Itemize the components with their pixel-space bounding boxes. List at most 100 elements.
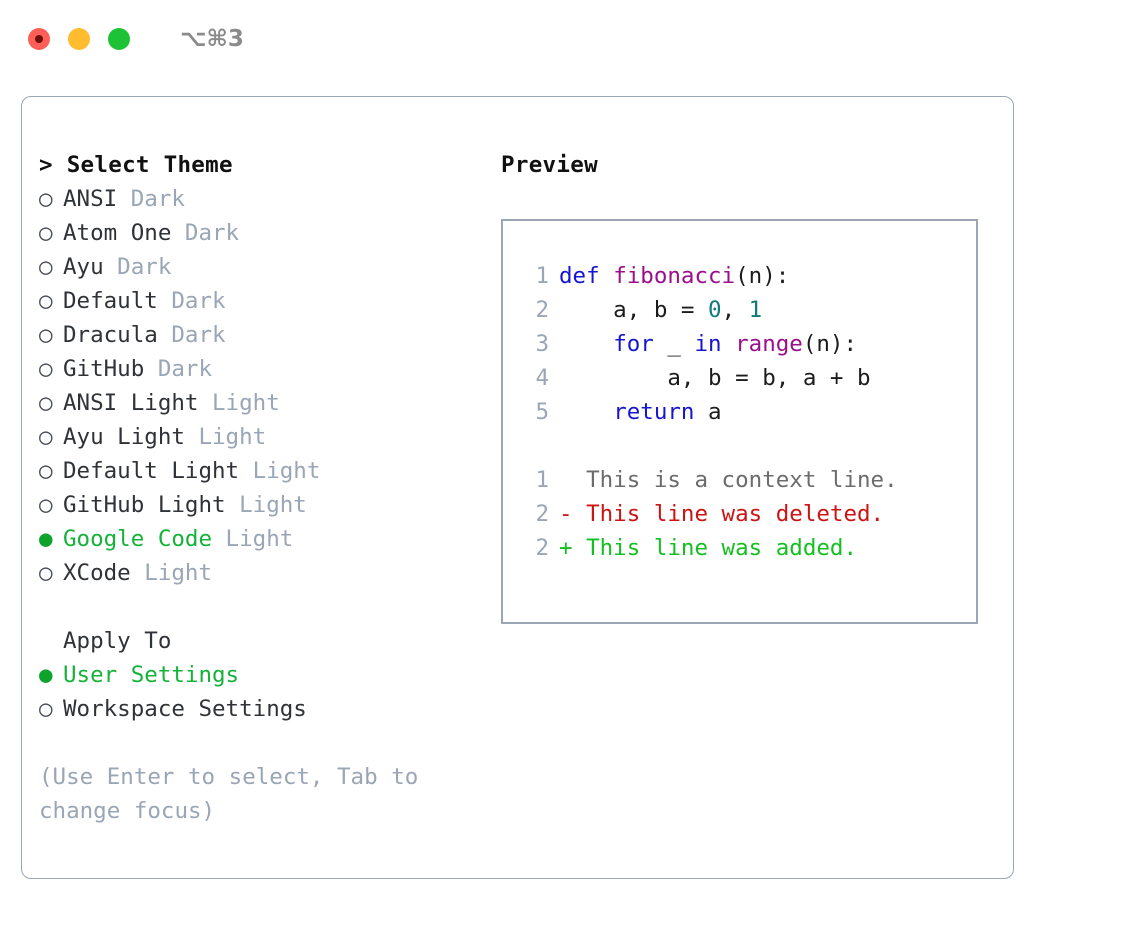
radio-unselected-icon[interactable]: ○: [39, 492, 53, 518]
line-number: 2: [535, 297, 549, 323]
apply-to-item[interactable]: ● User Settings: [39, 658, 489, 692]
code-token: (n):: [735, 263, 790, 289]
theme-name-label: Default Light: [63, 458, 240, 484]
title-bar: ⌥⌘3: [0, 0, 1140, 78]
theme-list-item[interactable]: ○Ayu Dark: [39, 250, 489, 284]
code-token: a, b =: [559, 297, 709, 323]
theme-list-item[interactable]: ● Google Code Light: [39, 522, 489, 556]
theme-list-item[interactable]: ○GitHub Light Light: [39, 488, 489, 522]
line-number: 3: [535, 331, 549, 357]
code-token: fibonacci: [613, 263, 736, 289]
apply-to-header: Apply To: [63, 628, 172, 654]
diff-text: This line was deleted.: [572, 501, 885, 527]
diff-preview-block: 1 This is a context line. 2- This line wa…: [521, 463, 976, 565]
theme-list-item[interactable]: ○ Ayu Light Light: [39, 420, 489, 454]
code-token: return: [613, 399, 695, 425]
radio-unselected-icon[interactable]: ○: [39, 288, 53, 314]
diff-text: This line was added.: [572, 535, 858, 561]
radio-unselected-icon[interactable]: ○: [39, 254, 53, 280]
radio-unselected-icon[interactable]: ○: [39, 220, 53, 246]
theme-list-item[interactable]: ○XCode Light: [39, 556, 489, 590]
theme-kind-label: Light: [212, 526, 294, 552]
apply-to-item[interactable]: ○ Workspace Settings: [39, 692, 489, 726]
code-token: [559, 331, 613, 357]
theme-kind-label: Light: [184, 424, 267, 450]
theme-kind-label: Dark: [157, 322, 226, 348]
apply-to-list: ● User Settings ○ Workspace Settings: [39, 658, 489, 726]
code-token: [722, 331, 736, 357]
maximize-button[interactable]: [108, 28, 130, 50]
theme-list-item[interactable]: ○ GitHub Dark: [39, 352, 489, 386]
window-title: ⌥⌘3: [180, 26, 244, 52]
code-line: 2 a, b = 0, 1: [521, 293, 976, 327]
theme-list-item[interactable]: ○Default Dark: [39, 284, 489, 318]
theme-list-item[interactable]: ○ Atom One Dark: [39, 216, 489, 250]
radio-selected-icon[interactable]: ●: [39, 662, 53, 688]
code-token: 0: [708, 297, 722, 323]
code-token: (n):: [802, 331, 858, 357]
code-line: 5 return a: [521, 395, 976, 429]
code-token: _: [653, 331, 695, 357]
select-theme-header: > Select Theme: [39, 152, 233, 178]
line-number: 5: [535, 399, 549, 425]
minimize-button[interactable]: [68, 28, 90, 50]
code-token: range: [735, 331, 803, 357]
theme-list-item[interactable]: ○ Dracula Dark: [39, 318, 489, 352]
radio-selected-icon[interactable]: ●: [39, 526, 53, 552]
radio-unselected-icon[interactable]: ○: [39, 424, 53, 450]
code-token: [559, 399, 613, 425]
line-number: 1: [535, 263, 549, 289]
theme-name-label: Ayu Light: [63, 424, 185, 450]
theme-kind-label: Dark: [171, 220, 240, 246]
apply-to-label: User Settings: [63, 662, 240, 688]
theme-list-item[interactable]: ○ ANSI Dark: [39, 182, 489, 216]
close-button[interactable]: [28, 28, 50, 50]
apply-to-block: Apply To ● User Settings ○ Workspace Settin…: [39, 624, 489, 726]
main-panel: > Select Theme ○ANSI Dark○Atom One Dark○…: [21, 96, 1014, 879]
code-token: 1: [748, 297, 763, 323]
code-line: 1 def fibonacci(n):: [521, 259, 976, 293]
line-number: 4: [535, 365, 549, 391]
diff-text: This is a context line.: [572, 467, 898, 493]
theme-kind-label: Light: [239, 458, 321, 484]
radio-unselected-icon[interactable]: ○: [39, 356, 53, 382]
radio-unselected-icon[interactable]: ○: [39, 322, 53, 348]
preview-title: Preview: [501, 152, 598, 178]
theme-name-label: Ayu: [63, 254, 104, 280]
theme-list-item[interactable]: ○ANSI Light Light: [39, 386, 489, 420]
code-token: in: [694, 331, 722, 357]
code-token: def: [559, 263, 600, 289]
traffic-light-group: [28, 28, 130, 50]
theme-name-label: ANSI Light: [63, 390, 199, 416]
diff-marker: +: [559, 535, 573, 561]
theme-name-label: Atom One: [63, 220, 172, 246]
code-token: for: [613, 331, 654, 357]
diff-marker: -: [559, 501, 573, 527]
diff-line: 1 This is a context line.: [521, 463, 976, 497]
theme-name-label: Dracula: [63, 322, 158, 348]
code-token: [600, 263, 614, 289]
theme-name-label: GitHub: [63, 356, 145, 382]
apply-to-label: Workspace Settings: [63, 696, 307, 722]
theme-name-label: Google Code: [63, 526, 213, 552]
radio-unselected-icon[interactable]: ○: [39, 696, 53, 722]
diff-line: 2 + This line was added.: [521, 531, 976, 565]
theme-kind-label: Dark: [117, 186, 185, 212]
theme-name-label: ANSI: [63, 186, 118, 212]
radio-unselected-icon[interactable]: ○: [39, 458, 53, 484]
radio-unselected-icon[interactable]: ○: [39, 390, 53, 416]
theme-kind-label: Light: [130, 560, 213, 586]
theme-kind-label: Dark: [144, 356, 213, 382]
theme-kind-label: Light: [225, 492, 307, 518]
code-token: ,: [721, 297, 749, 323]
radio-unselected-icon[interactable]: ○: [39, 560, 53, 586]
theme-list-item[interactable]: ○ Default Light Light: [39, 454, 489, 488]
theme-selector-column: > Select Theme ○ANSI Dark○Atom One Dark○…: [39, 148, 489, 828]
code-line: 3 for _ in range(n):: [521, 327, 976, 361]
diff-line-number: 2: [535, 535, 549, 561]
radio-unselected-icon[interactable]: ○: [39, 186, 53, 212]
